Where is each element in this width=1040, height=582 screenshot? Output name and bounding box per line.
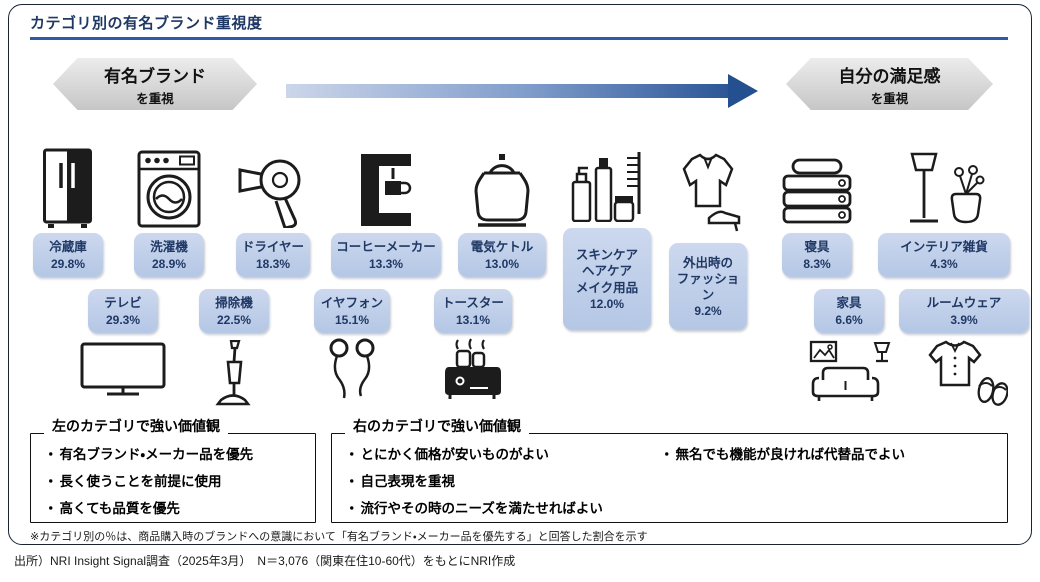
category-percent: 22.5%: [216, 312, 252, 327]
interior-goods-icon: [902, 152, 986, 228]
list-item: 流行やその時のニーズを満たせればよい: [345, 495, 603, 522]
category-box-roomwear: ルームウェア 3.9%: [899, 289, 1029, 333]
category-name: テレビ: [104, 296, 142, 311]
category-box-tv: テレビ 29.3%: [88, 289, 158, 333]
list-item: 自己表現を重視: [345, 468, 603, 495]
footnote: ※カテゴリ別の％は、商品購入時のブランドへの意識において「有名ブランド・メーカー…: [30, 531, 648, 543]
bullet-text: 無名でも機能が良ければ代替品でよい: [675, 447, 906, 462]
category-name: 寝具: [804, 240, 830, 255]
category-box-earphones: イヤフォン 15.1%: [314, 289, 390, 333]
category-name: 冷蔵庫: [49, 240, 87, 255]
category-percent: 8.3%: [803, 256, 831, 271]
category-name: 洗濯機: [150, 240, 188, 255]
category-percent: 18.3%: [255, 256, 291, 271]
spectrum-left-sub: を重視: [136, 91, 174, 106]
tv-icon: [80, 342, 166, 399]
category-name: 家具: [836, 296, 862, 311]
left-values-list: 有名ブランド・メーカー品を優先 長く使うことを前提に使用 高くても品質を優先: [44, 441, 254, 522]
toaster-icon: [444, 338, 502, 404]
list-item: 長く使うことを前提に使用: [44, 468, 253, 495]
spectrum-right-main: 自分の満足感: [838, 66, 941, 86]
bullet-text: 有名ブランド・メーカー品を優先: [59, 447, 254, 462]
bullet-text: 長く使うことを前提に使用: [59, 474, 222, 489]
spectrum-arrow-head: [728, 74, 758, 108]
title-underline: [30, 37, 1008, 40]
refrigerator-icon: [42, 148, 93, 228]
bedding-icon: [780, 158, 854, 228]
category-percent: 28.9%: [151, 256, 187, 271]
category-name: トースター: [442, 296, 504, 311]
category-box-outing-fashion: 外出時の ファッション 9.2%: [669, 243, 747, 330]
category-box-toaster: トースター 13.1%: [434, 289, 512, 333]
category-name: 外出時の ファッション: [676, 255, 740, 303]
category-percent: 4.3%: [930, 256, 958, 271]
spectrum-left-main: 有名ブランド: [104, 66, 206, 86]
slide-frame: [8, 4, 1032, 545]
category-box-hair-dryer: ドライヤー 18.3%: [236, 233, 310, 277]
category-percent: 15.1%: [334, 312, 370, 327]
category-box-furniture: 家具 6.6%: [814, 289, 884, 333]
category-name: 掃除機: [215, 296, 253, 311]
category-name: インテリア雑貨: [900, 240, 988, 255]
bullet-text: とにかく価格が安いものがよい: [360, 447, 549, 462]
category-name: イヤフォン: [320, 296, 384, 311]
list-item: 無名でも機能が良ければ代替品でよい: [660, 441, 906, 468]
furniture-icon: [803, 340, 895, 404]
category-box-coffee-maker: コーヒーメーカー 13.3%: [331, 233, 441, 277]
category-box-washing-machine: 洗濯機 28.9%: [134, 233, 204, 277]
roomwear-icon: [920, 340, 1008, 406]
bullet-text: 流行やその時のニーズを満たせればよい: [360, 501, 603, 516]
right-values-list-col2: 無名でも機能が良ければ代替品でよい: [660, 441, 906, 468]
category-box-interior-goods: インテリア雑貨 4.3%: [878, 233, 1010, 277]
earphones-icon: [324, 338, 380, 406]
list-item: 有名ブランド・メーカー品を優先: [44, 441, 254, 468]
hair-dryer-icon: [237, 156, 309, 228]
category-name: ルームウェア: [926, 296, 1002, 311]
electric-kettle-icon: [471, 152, 533, 228]
category-box-cosmetics: スキンケア ヘアケア メイク用品 12.0%: [563, 228, 651, 330]
washing-machine-icon: [137, 150, 201, 228]
coffee-maker-icon: [356, 152, 416, 228]
outing-fashion-icon: [667, 152, 749, 234]
category-percent: 6.6%: [835, 312, 863, 327]
spectrum-left-label: 有名ブランド を重視: [53, 58, 257, 110]
category-name: ドライヤー: [241, 240, 305, 255]
spectrum-right-label: 自分の満足感 を重視: [786, 58, 993, 110]
category-percent: 13.1%: [455, 312, 491, 327]
bullet-text: 自己表現を重視: [360, 474, 456, 489]
category-name: コーヒーメーカー: [336, 240, 436, 255]
right-values-list-col1: とにかく価格が安いものがよい 自己表現を重視 流行やその時のニーズを満たせればよ…: [345, 441, 603, 522]
category-box-refrigerator: 冷蔵庫 29.8%: [33, 233, 103, 277]
category-percent: 29.8%: [50, 256, 86, 271]
source-note: 出所）NRI Insight Signal調査（2025年3月） N＝3,076…: [14, 554, 516, 568]
left-values-header: 左のカテゴリで強い価値観: [44, 416, 228, 436]
category-percent: 13.3%: [368, 256, 404, 271]
page-title: カテゴリ別の有名ブランド重視度: [30, 15, 263, 32]
list-item: 高くても品質を優先: [44, 495, 253, 522]
category-percent: 12.0%: [589, 296, 625, 311]
category-name: 電気ケトル: [470, 240, 534, 255]
category-percent: 3.9%: [950, 312, 978, 327]
list-item: とにかく価格が安いものがよい: [345, 441, 603, 468]
spectrum-right-sub: を重視: [870, 91, 909, 106]
category-box-electric-kettle: 電気ケトル 13.0%: [458, 233, 546, 277]
category-box-bedding: 寝具 8.3%: [782, 233, 852, 277]
category-name: スキンケア ヘアケア メイク用品: [575, 248, 639, 295]
category-percent: 9.2%: [694, 304, 722, 319]
bullet-text: 高くても品質を優先: [59, 501, 180, 516]
vacuum-cleaner-icon: [211, 340, 257, 406]
category-percent: 13.0%: [484, 256, 520, 271]
spectrum-arrow-bar: [286, 84, 728, 98]
category-percent: 29.3%: [105, 312, 141, 327]
right-values-header: 右のカテゴリで強い価値観: [345, 416, 529, 436]
cosmetics-icon: [569, 146, 645, 222]
category-box-vacuum-cleaner: 掃除機 22.5%: [199, 289, 269, 333]
